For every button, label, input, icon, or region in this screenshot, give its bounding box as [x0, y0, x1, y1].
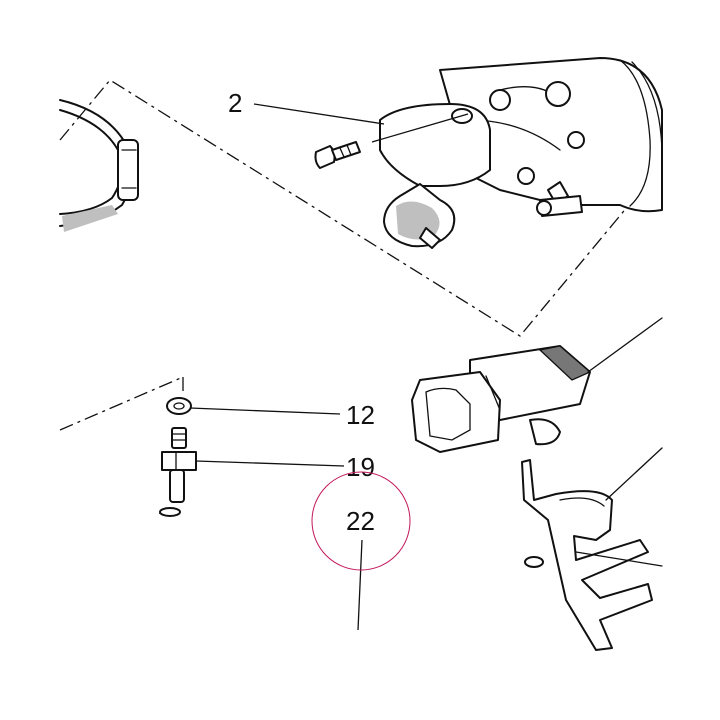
callout-2: 2 — [228, 88, 242, 118]
vacuum-hose — [155, 507, 544, 652]
mounting-bolt — [314, 141, 361, 169]
hose-fitting — [161, 427, 197, 503]
map-sensor — [411, 317, 663, 453]
callout-19: 19 — [346, 452, 375, 482]
hose-clamp-upper-left — [59, 99, 139, 232]
callout-22: 22 — [346, 506, 375, 536]
assembly-boundary-lines — [59, 79, 629, 431]
highlight-circle — [311, 471, 411, 571]
callout-12: 12 — [346, 400, 375, 430]
leader-lines — [189, 103, 469, 631]
mounting-bracket — [521, 447, 663, 651]
sealing-washer — [166, 397, 192, 415]
sensor-housing — [379, 103, 491, 249]
throttle-body-assembly — [439, 57, 663, 217]
